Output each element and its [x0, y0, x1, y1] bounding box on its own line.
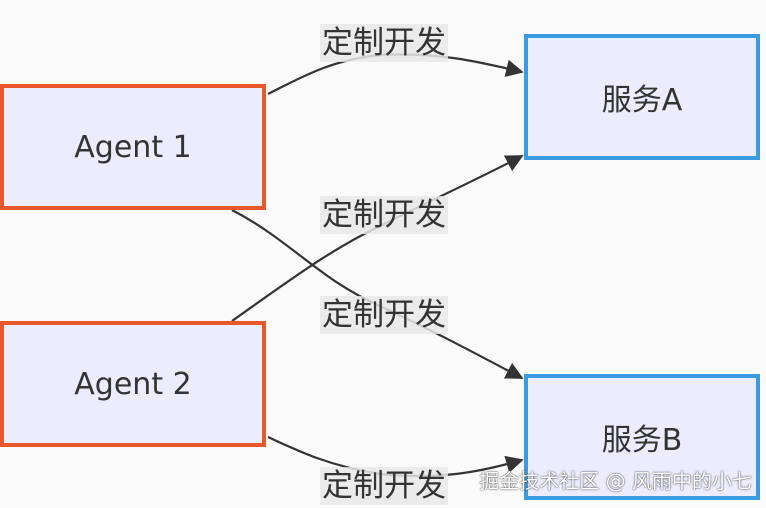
- node-agent-2-label: Agent 2: [74, 366, 192, 402]
- edge-label-agent2-serviceb: 定制开发: [320, 467, 448, 505]
- watermark: 掘金技术社区 @ 风雨中的小七: [479, 469, 752, 493]
- node-service-a: 服务A: [524, 34, 760, 160]
- node-service-b-label: 服务B: [601, 423, 683, 458]
- node-agent-1-label: Agent 1: [74, 129, 192, 165]
- node-service-b: 服务B: [524, 374, 760, 500]
- edge-label-agent1-servicea: 定制开发: [320, 24, 448, 62]
- edge-agent1-serviceb: [231, 209, 524, 379]
- node-agent-2: Agent 2: [0, 321, 266, 447]
- edge-label-agent2-servicea: 定制开发: [320, 196, 448, 234]
- edge-label-agent1-serviceb: 定制开发: [320, 296, 448, 334]
- node-service-a-label: 服务A: [601, 83, 683, 118]
- node-agent-1: Agent 1: [0, 84, 266, 210]
